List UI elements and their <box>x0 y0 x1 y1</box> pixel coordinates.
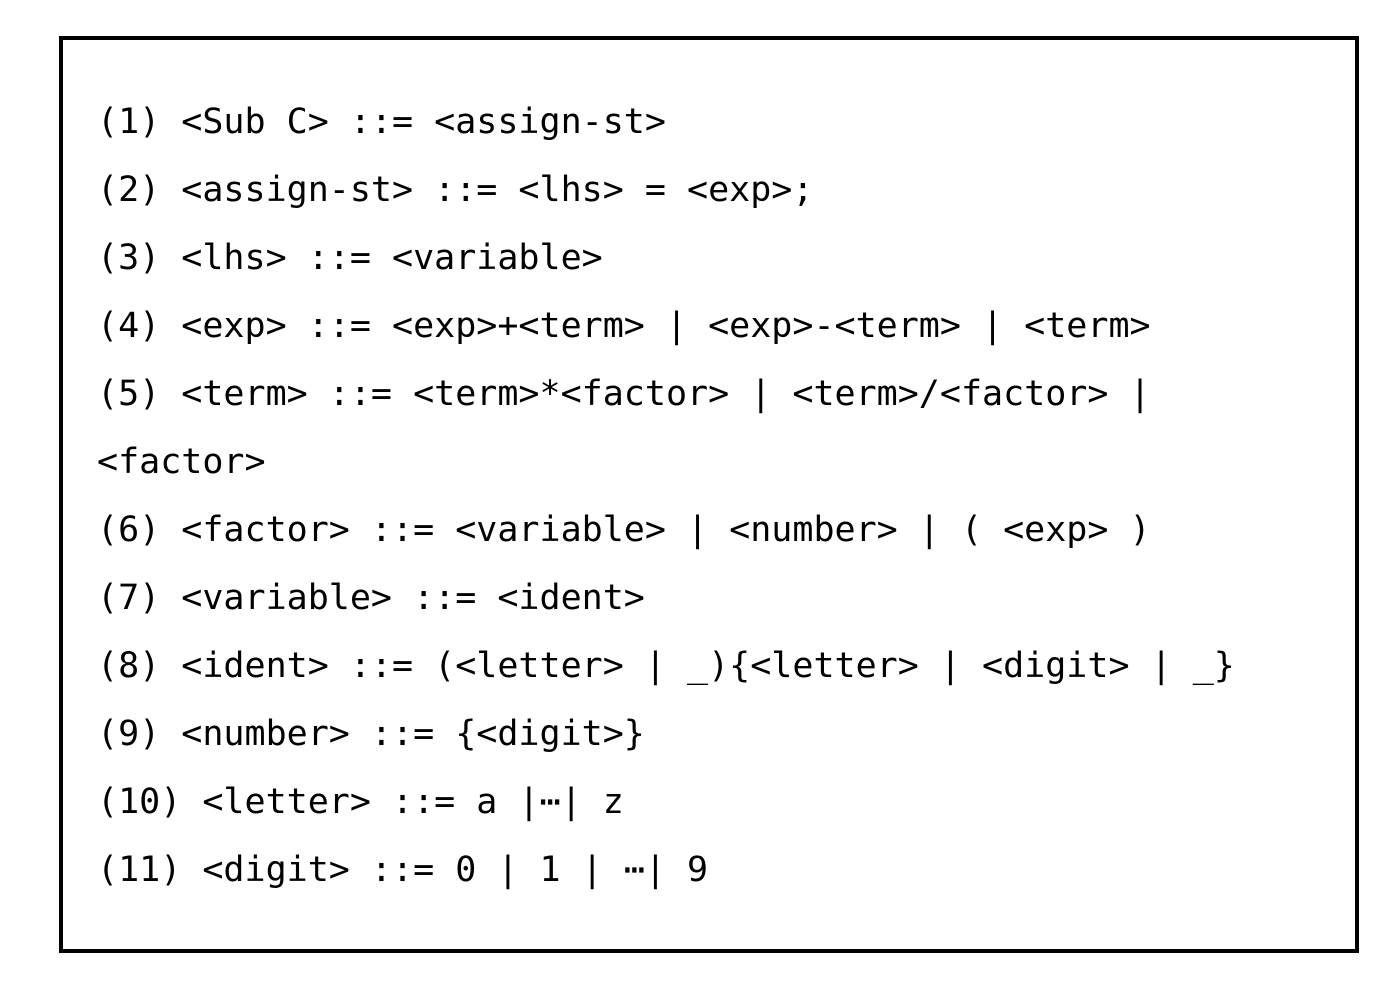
grammar-rule-2: (2) <assign-st> ::= <lhs> = <exp>; <box>97 170 814 210</box>
grammar-rule-5-continuation: <factor> <box>97 442 266 482</box>
grammar-rule-8: (8) <ident> ::= (<letter> | _){<letter> … <box>97 646 1235 686</box>
grammar-rule-10: (10) <letter> ::= a |⋯| z <box>97 782 624 822</box>
grammar-rule-11: (11) <digit> ::= 0 | 1 | ⋯| 9 <box>97 850 709 890</box>
grammar-rule-6: (6) <factor> ::= <variable> | <number> |… <box>97 510 1151 550</box>
grammar-rule-1: (1) <Sub C> ::= <assign-st> <box>97 102 666 142</box>
grammar-rule-7: (7) <variable> ::= <ident> <box>97 578 645 618</box>
grammar-rule-5: (5) <term> ::= <term>*<factor> | <term>/… <box>97 374 1151 414</box>
grammar-rule-4: (4) <exp> ::= <exp>+<term> | <exp>-<term… <box>97 306 1151 346</box>
grammar-rule-9: (9) <number> ::= {<digit>} <box>97 714 645 754</box>
grammar-figure-box: (1) <Sub C> ::= <assign-st> (2) <assign-… <box>59 36 1359 953</box>
grammar-rule-3: (3) <lhs> ::= <variable> <box>97 238 603 278</box>
grammar-rule-list: (1) <Sub C> ::= <assign-st> (2) <assign-… <box>97 88 1351 904</box>
